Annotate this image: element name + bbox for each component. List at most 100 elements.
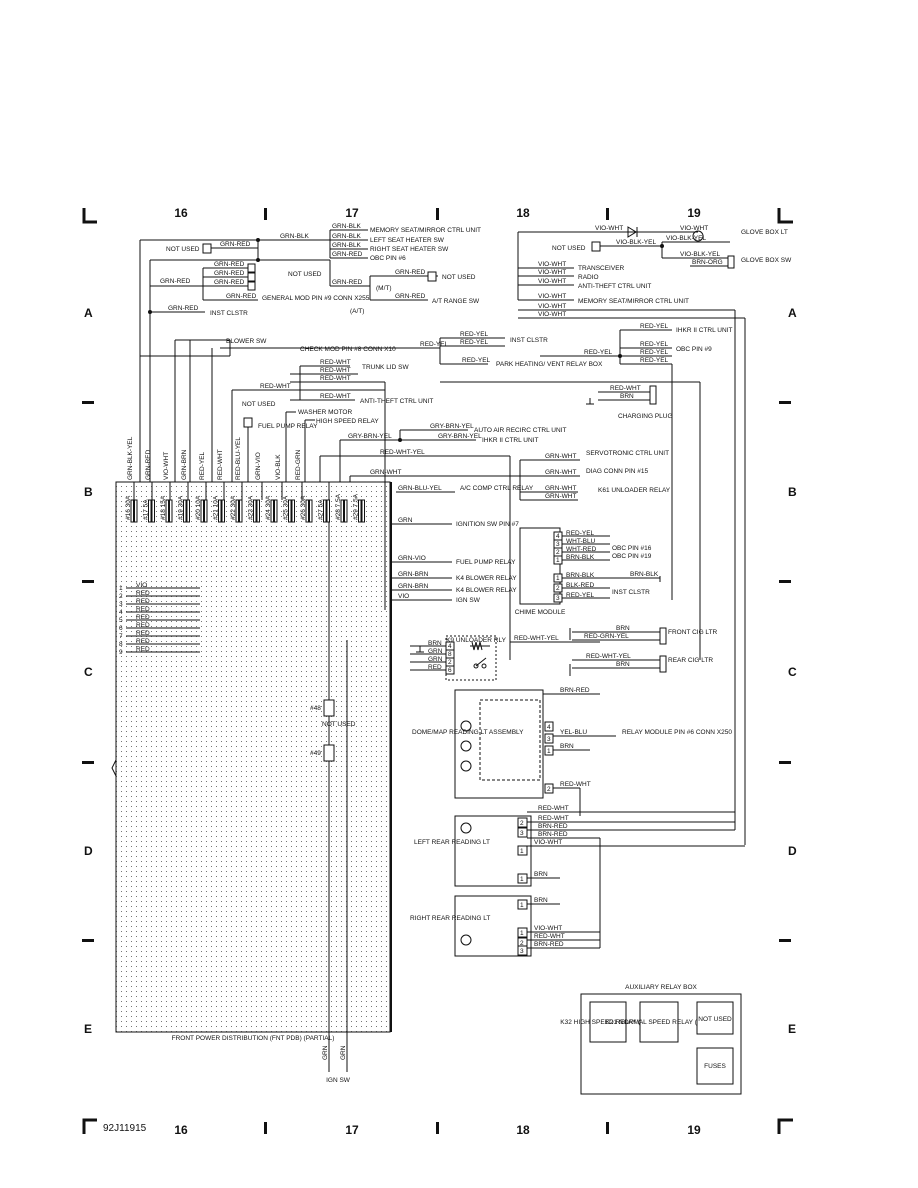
- k9-pin-wire: RED: [428, 664, 442, 671]
- svg-text:4: 4: [547, 724, 551, 731]
- aux-fuses: FUSES: [704, 1063, 726, 1070]
- charging-plug-label: CHARGING PLUG: [618, 413, 673, 420]
- svg-text:RED-WHT: RED-WHT: [320, 359, 351, 366]
- svg-text:3: 3: [547, 736, 551, 743]
- chime-pin-num: 4: [556, 533, 560, 540]
- vertical-wire-label: RED-WHT: [217, 449, 224, 480]
- row-b-left: B: [84, 485, 93, 499]
- row-b-right: B: [788, 485, 797, 499]
- k9-pin-wire: GRN: [428, 648, 443, 655]
- left-pin-wire: VIO: [136, 582, 147, 589]
- ihkr2-label: IHKR II CTRL UNIT: [482, 437, 538, 444]
- high-speed-relay-label: HIGH SPEED RELAY: [316, 418, 379, 425]
- auto-air-label: AUTO AIR RECIRC CTRL UNIT: [474, 427, 566, 434]
- fuse-49-symbol: [323, 744, 335, 762]
- fuse-label: #23 30A: [248, 495, 255, 520]
- top-left-cluster: GRN-BLK GRN-BLK GRN-BLK GRN-BLK GRN-RED …: [139, 223, 481, 482]
- col-18: 18: [516, 206, 530, 220]
- svg-text:GRN-WHT: GRN-WHT: [370, 469, 401, 476]
- pdb-ign-sw: IGN SW: [326, 1077, 351, 1084]
- svg-text:RED-YEL: RED-YEL: [640, 341, 669, 348]
- svg-text:BRN-ORG: BRN-ORG: [692, 259, 723, 266]
- left-pin-num: 6: [119, 625, 123, 632]
- right-rear-reading-light: RIGHT REAR READING LT 1 1 2 3 BRN VIO-WH…: [410, 838, 601, 957]
- fuse-label: #27 5A: [318, 499, 325, 520]
- fuse-label: #19 30A: [178, 495, 185, 520]
- pdb-output-wire: VIO: [398, 593, 409, 600]
- svg-text:VIO-BLK-YEL: VIO-BLK-YEL: [666, 235, 706, 242]
- left-pin-wire: RED: [136, 606, 150, 613]
- svg-text:VIO-WHT: VIO-WHT: [538, 303, 566, 310]
- k9-pin-num: 4: [448, 643, 452, 650]
- fuse-label: #18 15A: [160, 495, 167, 520]
- svg-text:GRN-RED: GRN-RED: [214, 279, 245, 286]
- row-d-right: D: [788, 844, 797, 858]
- svg-text:BRN-BLK: BRN-BLK: [630, 571, 659, 578]
- svg-text:RED-WHT: RED-WHT: [610, 385, 641, 392]
- svg-text:BRN-RED: BRN-RED: [560, 687, 590, 694]
- fuse-label: #20 10A: [195, 495, 202, 520]
- svg-text:VIO-BLK-YEL: VIO-BLK-YEL: [680, 251, 720, 258]
- row-c-left: C: [84, 665, 93, 679]
- pdb-grn-2: GRN: [340, 1045, 347, 1060]
- chime-pin-wire: BRN-BLK: [566, 554, 595, 561]
- not-used-label: NOT USED: [166, 246, 200, 253]
- svg-text:VIO-WHT: VIO-WHT: [538, 293, 566, 300]
- chime-pin-wire: RED-YEL: [566, 530, 595, 537]
- ac-comp-label: A/C COMP CTRL RELAY: [460, 485, 534, 492]
- svg-text:3: 3: [520, 948, 524, 955]
- pdb-output-dest: IGN SW: [456, 597, 481, 604]
- svg-text:RED-WHT: RED-WHT: [560, 781, 591, 788]
- svg-text:RED-YEL: RED-YEL: [460, 339, 489, 346]
- left-pin-wire: RED: [136, 614, 150, 621]
- front-cig-label: FRONT CIG LTR: [668, 629, 718, 636]
- fuse: #22 30A: [230, 495, 243, 523]
- vertical-wire-label: VIO-BLK: [275, 454, 282, 480]
- svg-text:BRN: BRN: [620, 393, 634, 400]
- column-labels-top: 16 17 18 19: [174, 206, 701, 220]
- left-rear-title: LEFT REAR READING LT: [414, 839, 490, 846]
- fuse-label: #16 30A: [125, 495, 132, 520]
- svg-text:1: 1: [520, 848, 524, 855]
- vertical-wire-label: RED-GRN: [295, 449, 302, 480]
- svg-text:GRY-BRN-YEL: GRY-BRN-YEL: [438, 433, 482, 440]
- svg-text:RED-WHT-YEL: RED-WHT-YEL: [514, 635, 559, 642]
- at-range-label: A/T RANGE SW: [432, 298, 480, 305]
- k21-label: K21 NORMAL SPEED RELAY (E 24): [606, 1019, 713, 1026]
- left-pin-num: 5: [119, 617, 123, 624]
- svg-text:RED-WHT-YEL: RED-WHT-YEL: [586, 653, 631, 660]
- svg-text:RED-YEL: RED-YEL: [460, 331, 489, 338]
- svg-text:VIO-WHT: VIO-WHT: [680, 225, 708, 232]
- svg-text:BRN: BRN: [534, 871, 548, 878]
- svg-text:GRY-BRN-YEL: GRY-BRN-YEL: [430, 423, 474, 430]
- right-rear-title: RIGHT REAR READING LT: [410, 915, 490, 922]
- chime-pin-wire: BRN-BLK: [566, 572, 595, 579]
- row-a-right: A: [788, 306, 797, 320]
- row-d-left: D: [84, 844, 93, 858]
- left-pin-wire: RED: [136, 638, 150, 645]
- obc-pin6-label: OBC PIN #6: [370, 255, 406, 262]
- svg-text:BRN: BRN: [534, 897, 548, 904]
- fuse: #23 30A: [248, 495, 260, 523]
- svg-text:NOT USED: NOT USED: [442, 274, 476, 281]
- right-seat-heater-label: RIGHT SEAT HEATER SW: [370, 246, 449, 253]
- svg-text:RED-YEL: RED-YEL: [420, 341, 449, 348]
- transceiver-label: TRANSCEIVER: [578, 265, 625, 272]
- relay-module-label: RELAY MODULE PIN #6 CONN X250: [622, 729, 732, 736]
- svg-text:GRN-WHT: GRN-WHT: [545, 485, 576, 492]
- svg-text:1: 1: [547, 748, 551, 755]
- k9-pin-wire: GRN: [428, 656, 443, 663]
- fuse: #27 5A: [318, 499, 330, 523]
- svg-text:GRN-BLK: GRN-BLK: [332, 223, 362, 230]
- svg-text:GRN-RED: GRN-RED: [168, 305, 199, 312]
- figure-id: 92J11915: [103, 1123, 147, 1134]
- diag-conn-label: DIAG CONN PIN #15: [586, 468, 649, 475]
- svg-text:GRN-RED: GRN-RED: [214, 270, 245, 277]
- pdb-output-wire: GRN: [398, 517, 413, 524]
- fuse-48-symbol: [323, 699, 335, 717]
- aux-not-used: NOT USED: [698, 1016, 732, 1023]
- fuse: #26 30A: [300, 495, 313, 523]
